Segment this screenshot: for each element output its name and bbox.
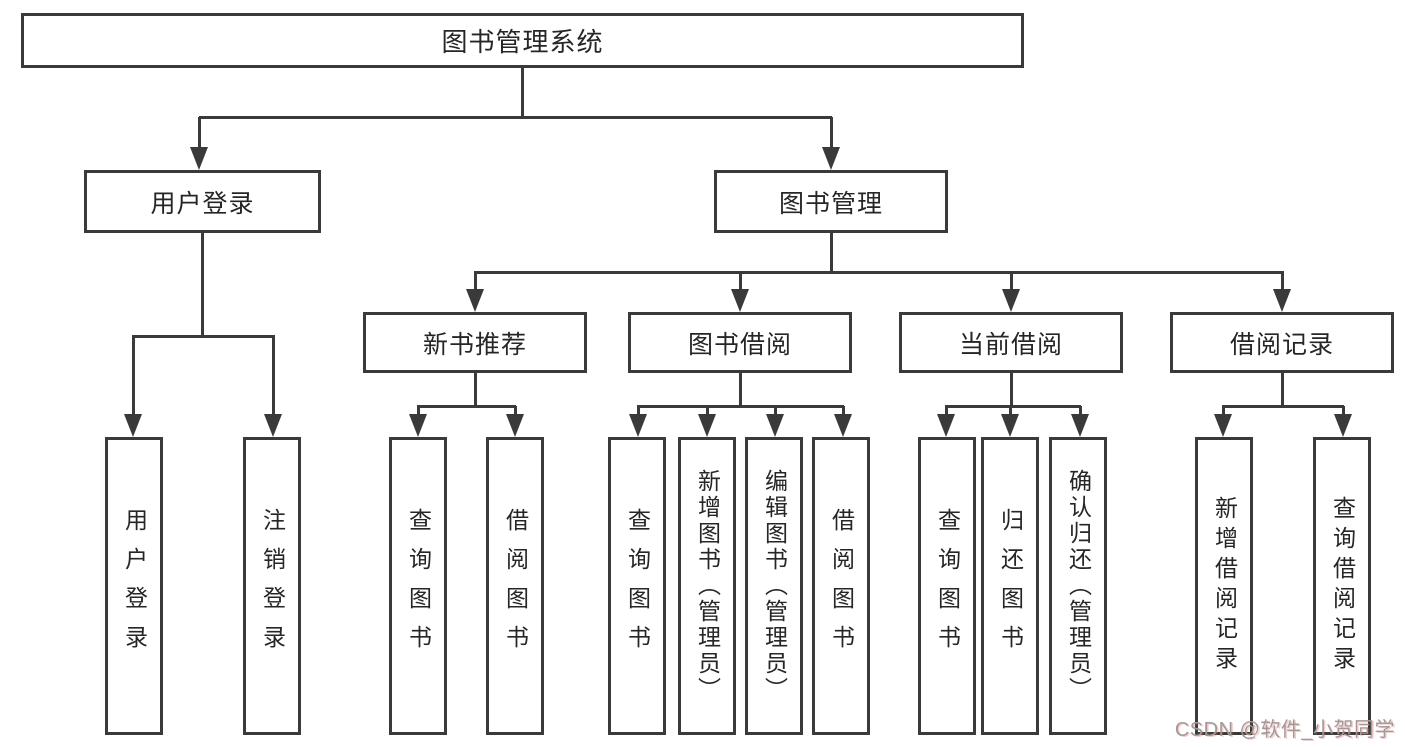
arrow-down-icon [506, 414, 524, 437]
node-book-management: 图书管理 [714, 170, 948, 233]
connector-line [637, 405, 844, 408]
arrow-down-icon [1001, 414, 1019, 437]
tree-leaf-node: 查询借阅记录 [1313, 437, 1371, 735]
connector-line [417, 405, 516, 408]
leaf-label: 查询图书 [934, 508, 961, 664]
leaf-label: 借阅图书 [502, 508, 529, 664]
node-label: 图书借阅 [687, 330, 792, 359]
connector-line [1222, 405, 1344, 408]
connector-line [474, 272, 477, 296]
connector-line [417, 406, 420, 421]
arrow-down-icon [698, 414, 716, 437]
tree-leaf-node: 用户登录 [105, 437, 163, 735]
connector-line [514, 406, 517, 421]
tree-leaf-node: 借阅图书 [812, 437, 870, 735]
leaf-label: 归还图书 [997, 508, 1024, 664]
tree-leaf-node: 新增图书（管理员） [678, 437, 736, 735]
node-current-borrowing: 当前借阅 [899, 312, 1123, 373]
leaf-label: 注销登录 [259, 508, 286, 664]
node-library-system: 图书管理系统 [21, 13, 1024, 68]
connector-line [1010, 272, 1013, 296]
leaf-label: 借阅图书 [828, 508, 855, 664]
connector-line [198, 117, 201, 154]
node-label: 借阅记录 [1229, 330, 1334, 359]
arrow-down-icon [264, 414, 282, 437]
connector-line [474, 271, 1284, 274]
tree-leaf-node: 借阅图书 [486, 437, 544, 735]
node-book-borrowing: 图书借阅 [628, 312, 852, 373]
arrow-down-icon [1071, 414, 1089, 437]
arrow-down-icon [1002, 289, 1020, 312]
connector-line [1281, 373, 1284, 408]
connector-line [739, 272, 742, 296]
connector-line [774, 406, 777, 421]
connector-line [1281, 272, 1284, 296]
tree-leaf-node: 确认归还（管理员） [1049, 437, 1107, 735]
tree-leaf-node: 注销登录 [243, 437, 301, 735]
connector-line [1342, 406, 1345, 421]
connector-line [842, 406, 845, 421]
arrow-down-icon [731, 289, 749, 312]
connector-line [132, 335, 275, 338]
connector-line [830, 117, 833, 154]
arrow-down-icon [629, 414, 647, 437]
node-borrowing-records: 借阅记录 [1170, 312, 1394, 373]
arrow-down-icon [124, 414, 142, 437]
arrow-down-icon [1214, 414, 1232, 437]
arrow-down-icon [1334, 414, 1352, 437]
node-label: 图书管理系统 [441, 27, 604, 57]
connector-line [739, 373, 742, 408]
arrow-down-icon [766, 414, 784, 437]
arrow-down-icon [834, 414, 852, 437]
tree-leaf-node: 编辑图书（管理员） [745, 437, 803, 735]
arrow-down-icon [190, 147, 208, 170]
node-label: 图书管理 [778, 189, 883, 218]
leaf-label: 查询图书 [624, 508, 651, 664]
connector-line [474, 373, 477, 408]
connector-line [272, 336, 275, 421]
connector-line [521, 68, 524, 119]
connector-line [830, 233, 833, 274]
leaf-label: 用户登录 [121, 508, 148, 664]
connector-line [945, 405, 1081, 408]
arrow-down-icon [822, 147, 840, 170]
connector-line [706, 406, 709, 421]
arrow-down-icon [937, 414, 955, 437]
leaf-label: 编辑图书（管理员） [761, 469, 788, 703]
leaf-label: 新增借阅记录 [1211, 496, 1238, 676]
node-new-book-recommend: 新书推荐 [363, 312, 587, 373]
connector-line [1009, 406, 1012, 421]
arrow-down-icon [466, 289, 484, 312]
connector-line [637, 406, 640, 421]
connector-line [132, 336, 135, 421]
tree-leaf-node: 归还图书 [981, 437, 1039, 735]
leaf-label: 新增图书（管理员） [694, 469, 721, 703]
tree-leaf-node: 查询图书 [918, 437, 976, 735]
arrow-down-icon [1273, 289, 1291, 312]
node-label: 用户登录 [150, 189, 255, 218]
tree-leaf-node: 查询图书 [389, 437, 447, 735]
connector-line [199, 116, 832, 119]
node-label: 当前借阅 [958, 330, 1063, 359]
tree-leaf-node: 查询图书 [608, 437, 666, 735]
node-label: 新书推荐 [422, 330, 527, 359]
connector-line [1010, 373, 1013, 408]
connector-line [1222, 406, 1225, 421]
tree-leaf-node: 新增借阅记录 [1195, 437, 1253, 735]
leaf-label: 查询图书 [405, 508, 432, 664]
connector-line [1079, 406, 1082, 421]
connector-line [945, 406, 948, 421]
arrow-down-icon [409, 414, 427, 437]
leaf-label: 查询借阅记录 [1329, 496, 1356, 676]
connector-line [201, 233, 204, 338]
leaf-label: 确认归还（管理员） [1065, 469, 1092, 703]
node-user-login: 用户登录 [84, 170, 321, 233]
